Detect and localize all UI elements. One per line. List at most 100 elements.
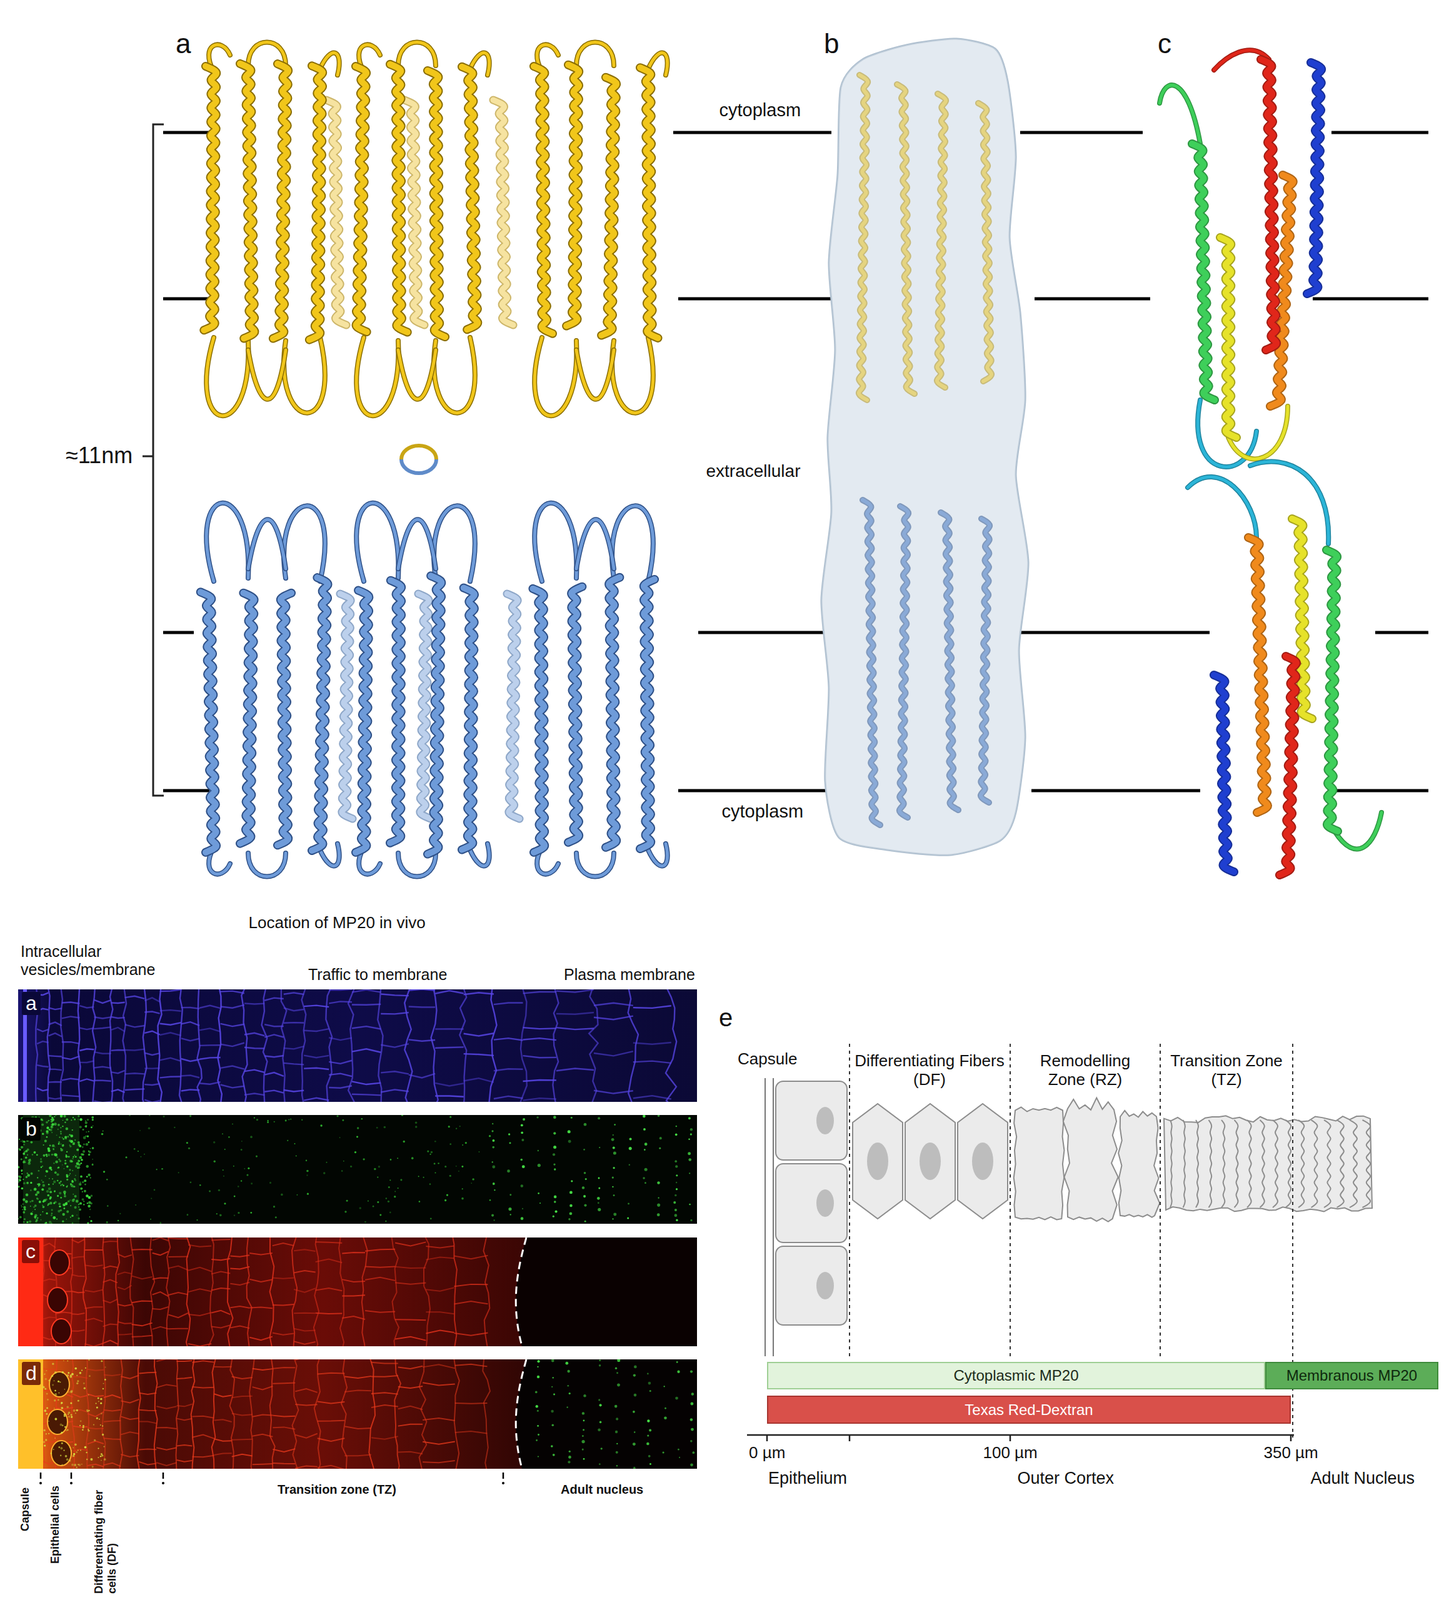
fluorescent-puncta — [54, 1171, 57, 1174]
cell-boundary — [295, 1388, 317, 1393]
cell-boundary — [264, 1090, 284, 1094]
fluorescent-puncta — [35, 1193, 38, 1196]
fluorescent-puncta — [68, 1168, 71, 1171]
fluorescent-puncta — [383, 1126, 386, 1129]
cell-boundary — [315, 1259, 343, 1264]
membrane-puncta — [663, 1416, 667, 1420]
interdigitation — [1170, 1120, 1173, 1208]
cell-boundary — [103, 1410, 121, 1412]
membrane-puncta — [585, 1178, 587, 1181]
cell-boundary — [249, 1336, 273, 1341]
cell-boundary — [252, 1415, 274, 1418]
fluorescent-puncta — [60, 1432, 63, 1434]
fluorescent-puncta — [88, 1153, 91, 1156]
cell-boundary — [241, 989, 247, 1103]
fluorescent-puncta — [437, 1162, 439, 1164]
cell-boundary — [43, 1243, 56, 1248]
cell-boundary — [152, 1278, 169, 1280]
fluorescent-puncta — [71, 1180, 74, 1184]
cell-boundary — [130, 1237, 134, 1347]
fluorescent-puncta — [54, 1153, 58, 1158]
fluorescent-puncta — [125, 1156, 128, 1159]
helix-outline — [418, 593, 431, 819]
fluorescent-puncta — [62, 1138, 65, 1141]
fluorescent-puncta — [426, 1150, 429, 1153]
membrane-puncta — [656, 1203, 661, 1208]
panel-letter: b — [21, 1117, 41, 1141]
membrane-puncta — [627, 1203, 630, 1206]
fluorescent-puncta — [77, 1166, 81, 1169]
fluorescent-puncta — [150, 1218, 152, 1221]
cell-boundary — [111, 1002, 126, 1004]
panel-letter: c — [21, 1240, 40, 1264]
fluorescent-puncta — [66, 1210, 69, 1214]
fluorescent-puncta — [52, 1120, 54, 1123]
loop-coil — [206, 337, 249, 416]
fluorescent-puncta — [36, 1191, 40, 1195]
membrane-puncta — [663, 1385, 666, 1388]
membrane-puncta — [648, 1429, 652, 1433]
membrane-puncta — [674, 1213, 678, 1218]
cell-boundary — [408, 1073, 436, 1079]
cell-boundary — [291, 1237, 297, 1347]
fluorescent-puncta — [41, 1165, 44, 1168]
fluorescent-puncta — [65, 1413, 67, 1416]
cell-boundary — [144, 1053, 160, 1056]
fluorescent-puncta — [86, 1459, 88, 1461]
membrane-puncta — [676, 1370, 680, 1374]
cell-boundary — [87, 1464, 104, 1468]
cell-boundary — [328, 989, 352, 991]
fluorescent-puncta — [18, 1179, 22, 1183]
cell-boundary — [47, 989, 51, 1103]
cell-boundary — [152, 1237, 169, 1241]
helix-ribbon — [390, 64, 408, 333]
fluorescent-puncta — [48, 1187, 52, 1191]
fluorescent-puncta — [163, 1115, 166, 1118]
cell-boundary — [87, 1369, 104, 1371]
membrane-puncta — [506, 1169, 511, 1173]
cell-boundary — [211, 1310, 231, 1315]
fluorescent-puncta — [237, 1212, 240, 1214]
cell-boundary — [179, 989, 183, 1103]
fluorescent-puncta — [27, 1162, 31, 1166]
membrane-puncta — [643, 1128, 646, 1131]
membrane-puncta — [569, 1190, 573, 1194]
cell-boundary — [131, 1300, 153, 1303]
cell-boundary — [523, 1080, 557, 1082]
fluorescent-puncta — [80, 1158, 84, 1162]
fluorescent-puncta — [43, 1373, 46, 1376]
membrane-line — [1328, 789, 1429, 793]
cell-boundary — [523, 1055, 557, 1058]
cell-boundary — [351, 989, 381, 993]
helix-ribbon — [1213, 675, 1234, 873]
fluorescent-puncta — [52, 1148, 55, 1151]
membrane-line — [1375, 631, 1429, 635]
cell-boundary — [328, 1037, 352, 1041]
fluorescent-puncta — [26, 1182, 29, 1185]
membrane-puncta — [581, 1412, 585, 1415]
loop-coil — [356, 503, 399, 582]
fluorescent-puncta — [61, 1464, 63, 1466]
cell-boundary — [398, 1452, 423, 1455]
membrane-puncta — [492, 1182, 496, 1186]
fluorescent-puncta — [36, 1183, 39, 1186]
fluorescent-puncta — [79, 1156, 83, 1160]
cell-boundary — [48, 1069, 62, 1071]
cell-boundary — [125, 1049, 146, 1051]
fluorescent-puncta — [350, 1165, 352, 1168]
fluorescent-puncta — [49, 1190, 52, 1194]
fluorescent-puncta — [449, 1143, 452, 1146]
cell-boundary — [43, 1317, 56, 1320]
interdigitation — [1234, 1120, 1239, 1208]
fluorescent-puncta — [379, 1213, 382, 1216]
fluorescent-puncta — [73, 1178, 76, 1181]
membrane-puncta — [612, 1167, 615, 1169]
membrane-puncta — [536, 1375, 540, 1379]
helix-outline — [427, 70, 446, 337]
helix-ribbon — [309, 65, 323, 340]
fluorescent-puncta — [70, 1450, 72, 1452]
fluorescent-puncta — [77, 1217, 80, 1220]
helix-ribbon — [640, 67, 659, 339]
marker-dash — [70, 1472, 73, 1480]
fluorescent-puncta — [77, 1115, 80, 1118]
